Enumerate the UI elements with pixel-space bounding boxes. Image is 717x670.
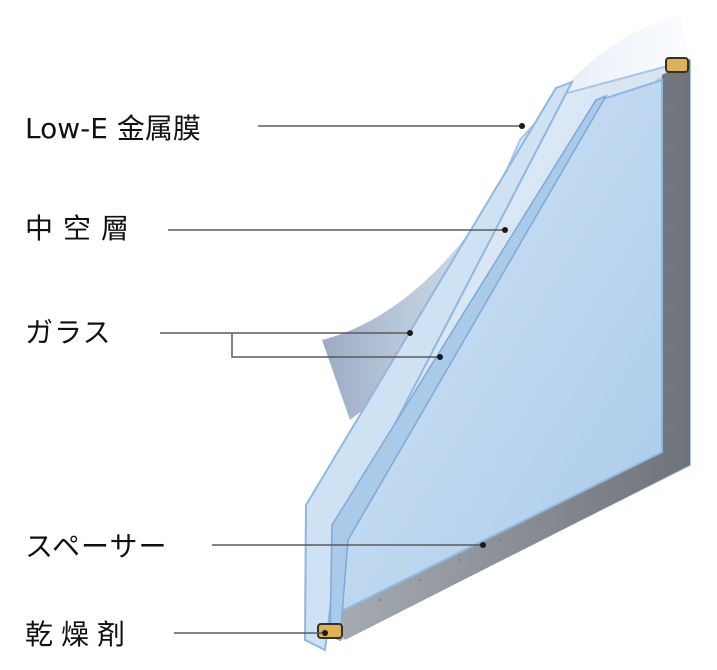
spacer-perforation [378, 108, 674, 602]
leader-lines [160, 125, 522, 634]
label-air-layer: 中空層 [25, 212, 140, 245]
label-glass: ガラス [25, 316, 112, 349]
leader-glass [160, 332, 440, 358]
desiccant-block-top [665, 57, 689, 73]
spacer-frame [330, 60, 690, 640]
leader-dots [322, 123, 525, 636]
label-desiccant: 乾燥剤 [25, 618, 134, 651]
label-low-e-film: Low-E 金属膜 [25, 112, 201, 145]
inner-glass-edge [329, 94, 608, 642]
label-spacer: スペーサー [25, 530, 168, 563]
desiccant-block-bottom [317, 623, 343, 639]
